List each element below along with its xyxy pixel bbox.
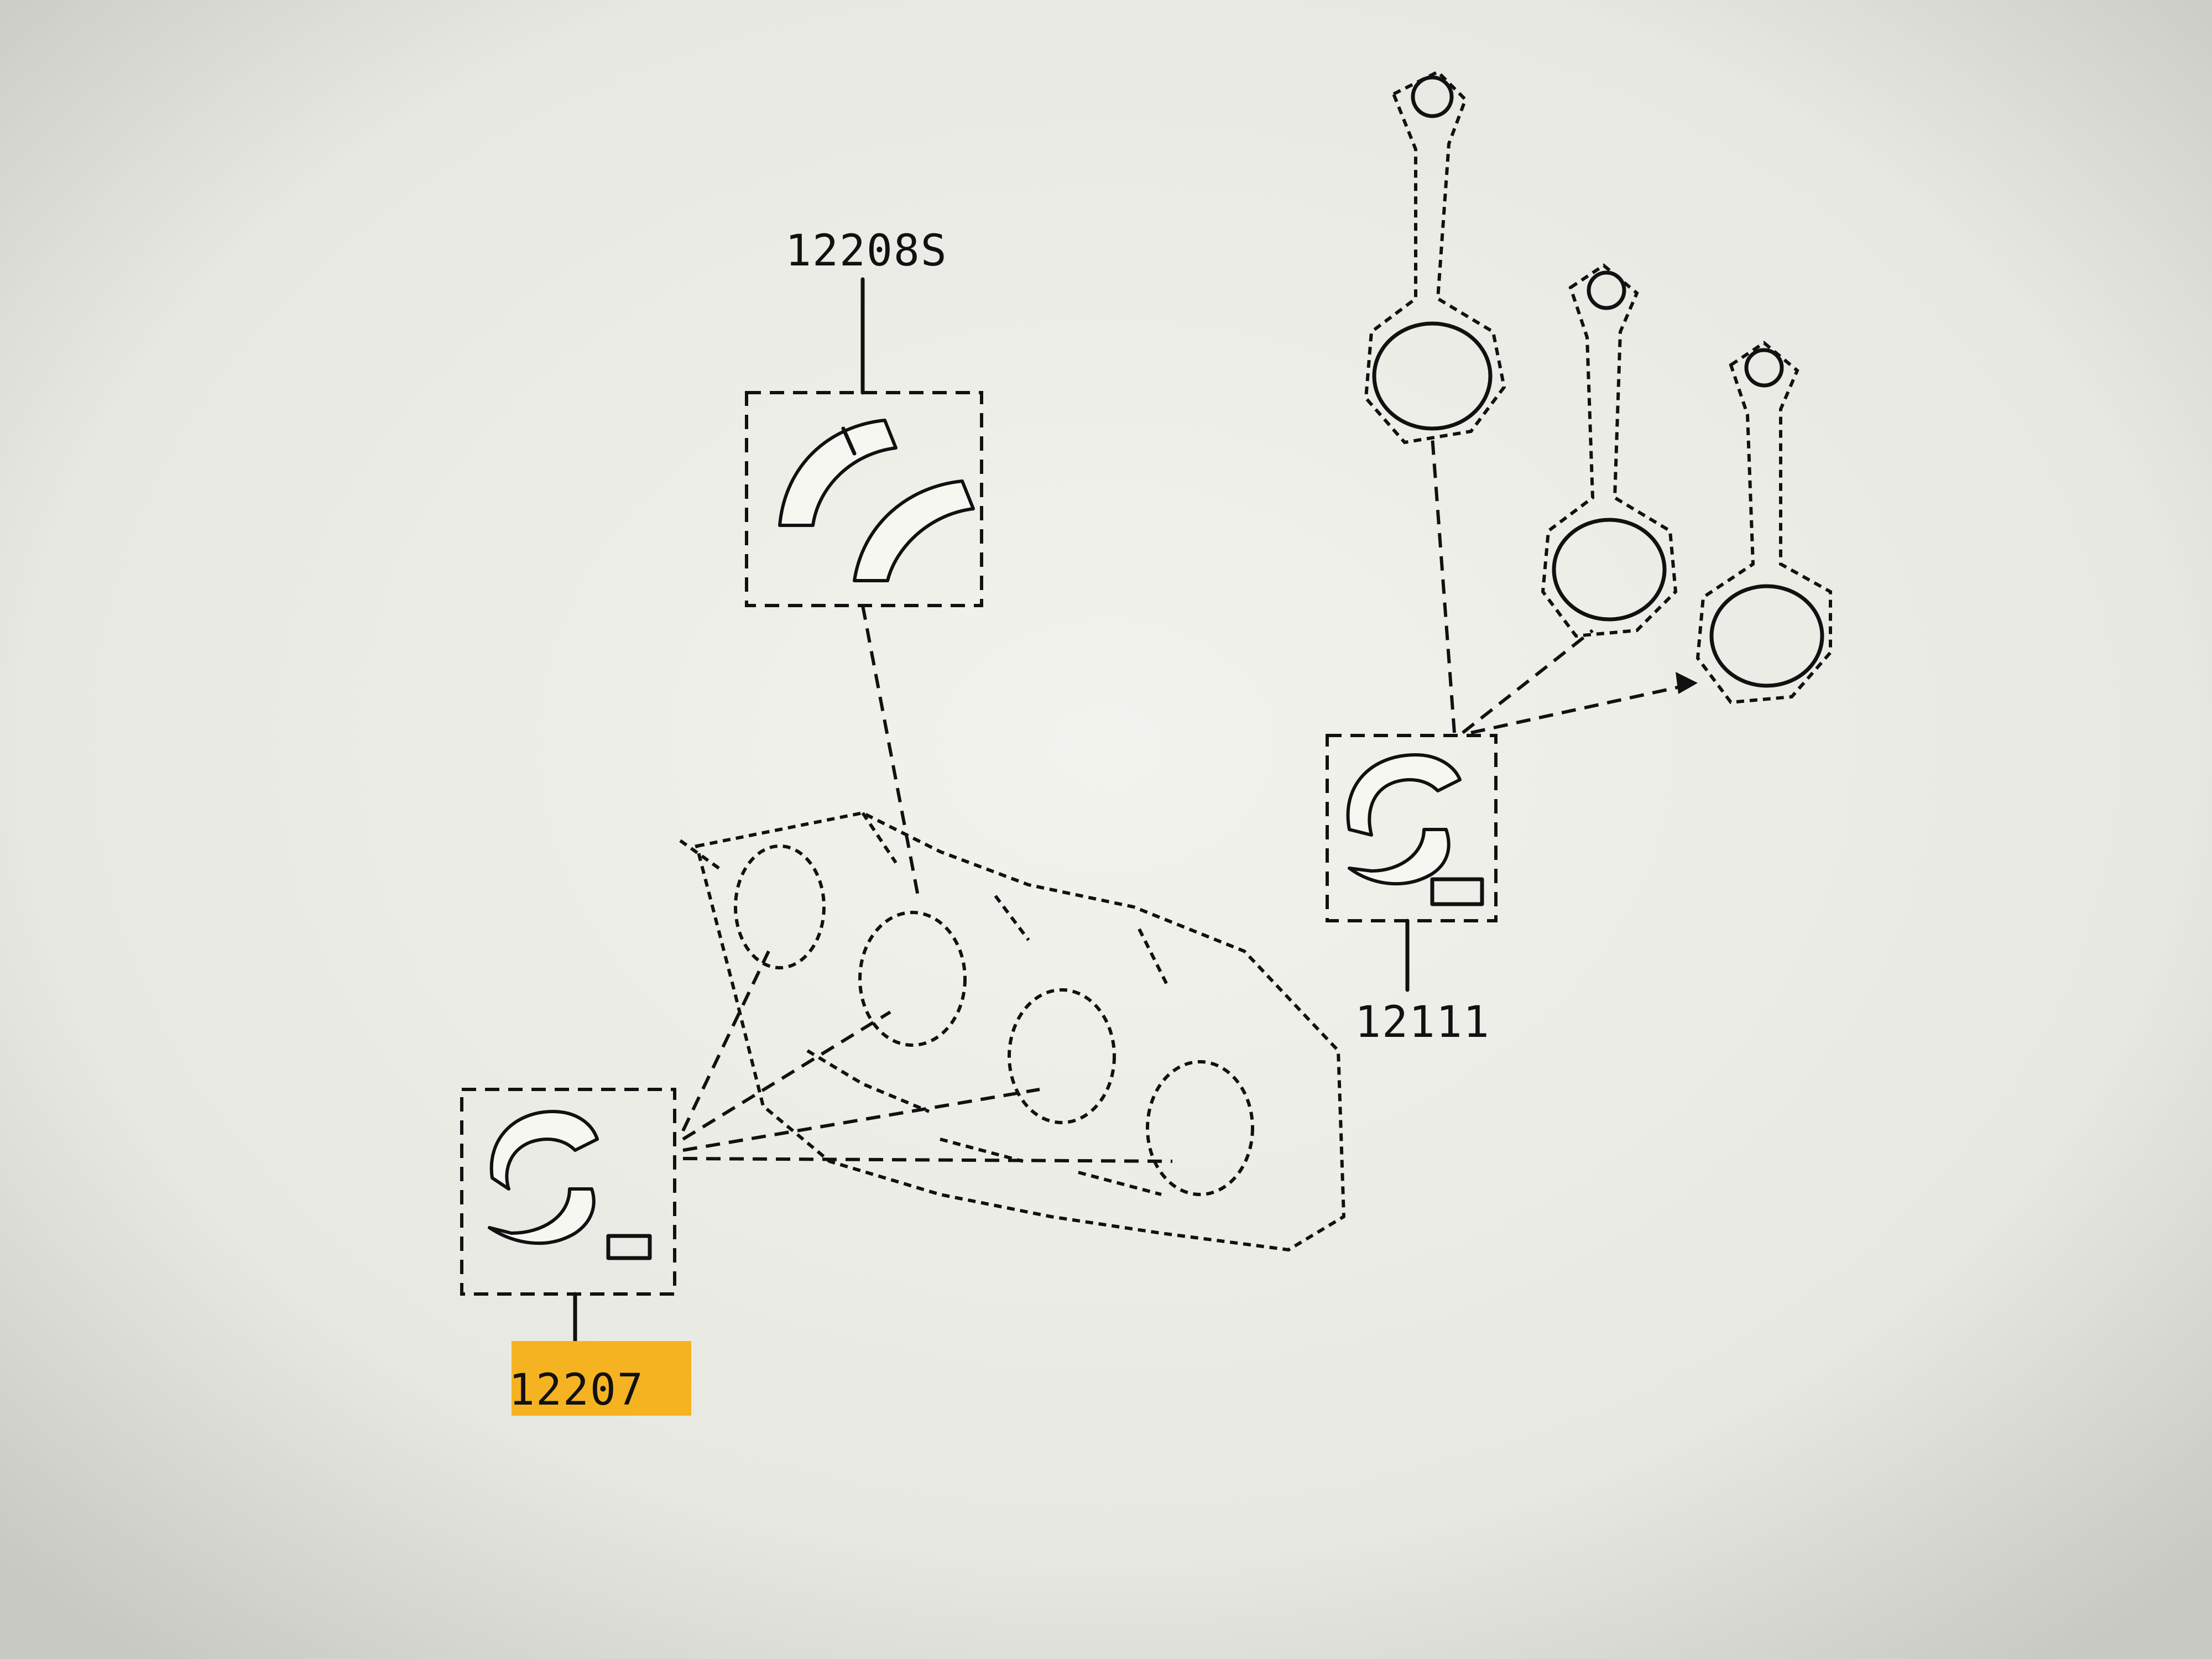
callout-conrod-bearing[interactable]: 12111 [1355, 998, 1490, 1047]
block-detail-lines [806, 1049, 1162, 1196]
arrow-conrod-bearing-1 [1431, 436, 1456, 733]
leader-line-washer-to-block [861, 605, 920, 896]
conrod-bearing-box [1326, 734, 1498, 922]
main-bearing-size-tag [606, 1234, 652, 1260]
thrust-washer-notch [841, 426, 857, 456]
conrod-bearing-upper [1346, 753, 1462, 837]
connecting-rod-1-big-end [1372, 321, 1493, 431]
connecting-rod-3-small-end [1744, 348, 1784, 388]
arrow-conrod-bearing-3 [1470, 681, 1698, 734]
connecting-rod-3 [1695, 341, 1832, 705]
connecting-rod-2-small-end [1587, 270, 1626, 310]
conrod-bearing-lower [1348, 828, 1451, 886]
connecting-rods [1364, 70, 1832, 705]
connecting-rod-2-body [1541, 263, 1678, 638]
callout-main-bearing[interactable]: 12207 [509, 1365, 644, 1415]
connecting-rod-2-big-end [1552, 518, 1667, 622]
connecting-rod-1-small-end [1411, 75, 1454, 118]
thrust-washer-lower [853, 479, 975, 582]
arrow-main-bearing-2 [682, 1010, 891, 1141]
main-bearing-group[interactable]: 12207 [460, 950, 1173, 1416]
main-bearing-box [460, 1088, 676, 1296]
journal-4 [1146, 1060, 1254, 1196]
crank-web-lines [679, 812, 1168, 985]
connecting-rod-3-body [1695, 341, 1832, 705]
thrust-washer-upper [778, 419, 898, 527]
main-bearing-upper [489, 1110, 599, 1191]
crankshaft-assembly [679, 811, 1346, 1252]
journal-1 [734, 844, 826, 969]
connecting-rod-2 [1541, 263, 1678, 638]
thrust-washer-group[interactable]: 12208S [745, 226, 983, 896]
arrowhead-conrod-bearing-3 [1676, 672, 1698, 694]
arrow-conrod-bearing-2 [1462, 629, 1594, 734]
arrow-main-bearing-3 [682, 1088, 1040, 1152]
arrow-main-bearing-1 [681, 950, 770, 1132]
journal-3 [1008, 988, 1116, 1124]
journal-2 [858, 911, 967, 1047]
connecting-rod-1 [1364, 70, 1506, 445]
connecting-rod-3-big-end [1709, 584, 1824, 688]
arrow-main-bearing-4 [682, 1157, 1173, 1163]
callout-thrust-washer[interactable]: 12208S [785, 226, 948, 276]
conrod-bearing-group[interactable]: 12111 [1326, 436, 1698, 1047]
callout-highlight [512, 1341, 691, 1416]
connecting-rod-1-body [1364, 70, 1506, 445]
main-bearing-lower [488, 1187, 596, 1245]
conrod-bearing-size-tag [1430, 877, 1484, 906]
